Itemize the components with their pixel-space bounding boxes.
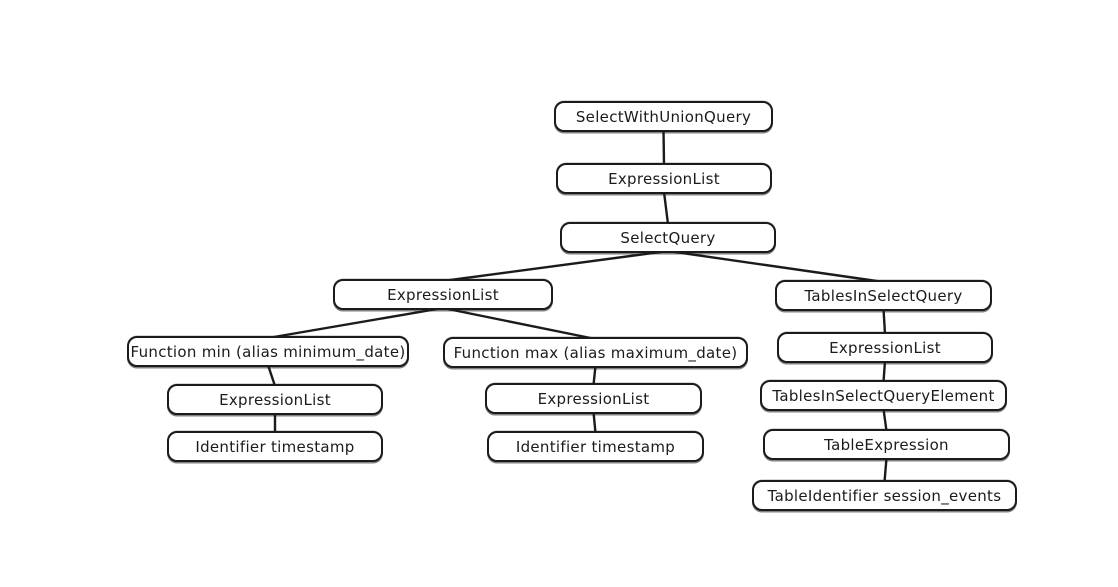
tree-node-function-min: Function min (alias minimum_date) [127, 336, 409, 367]
tree-node-identifier-timestamp-2: Identifier timestamp [487, 431, 704, 462]
edge-expression-list-2--function-min [266, 306, 445, 340]
tree-node-expression-list-1: ExpressionList [556, 163, 772, 194]
edge-expression-list-2--function-max [441, 306, 597, 341]
tree-node-expression-list-4: ExpressionList [485, 383, 702, 414]
tree-node-select-with-union-query: SelectWithUnionQuery [554, 101, 773, 132]
edge-function-min--expression-list-3 [266, 363, 277, 388]
tree-node-tables-in-select-query: TablesInSelectQuery [775, 280, 992, 311]
edge-expression-list-1--select-query [662, 190, 670, 226]
tree-node-identifier-timestamp-1: Identifier timestamp [167, 431, 383, 462]
edge-select-query--expression-list-2 [441, 249, 670, 283]
tree-node-expression-list-5: ExpressionList [777, 332, 993, 363]
edge-select-query--tables-in-select-query [666, 249, 885, 284]
tree-node-function-max: Function max (alias maximum_date) [443, 337, 748, 368]
edge-function-max--expression-list-4 [592, 364, 597, 387]
tree-node-expression-list-2: ExpressionList [333, 279, 553, 310]
tree-node-table-identifier-session-events: TableIdentifier session_events [752, 480, 1017, 511]
edge-expression-list-5--tables-in-select-query-element [882, 359, 887, 384]
edge-expression-list-4--identifier-timestamp-2 [592, 410, 597, 435]
edge-tables-in-select-query--expression-list-5 [882, 307, 887, 336]
tree-node-table-expression: TableExpression [763, 429, 1010, 460]
tree-node-select-query: SelectQuery [560, 222, 776, 253]
edge-table-expression--table-identifier-session-events [883, 456, 888, 484]
edge-select-with-union-query--expression-list-1 [662, 128, 666, 167]
edge-tables-in-select-query-element--table-expression [882, 407, 888, 433]
tree-node-expression-list-3: ExpressionList [167, 384, 383, 415]
tree-node-tables-in-select-query-element: TablesInSelectQueryElement [760, 380, 1007, 411]
